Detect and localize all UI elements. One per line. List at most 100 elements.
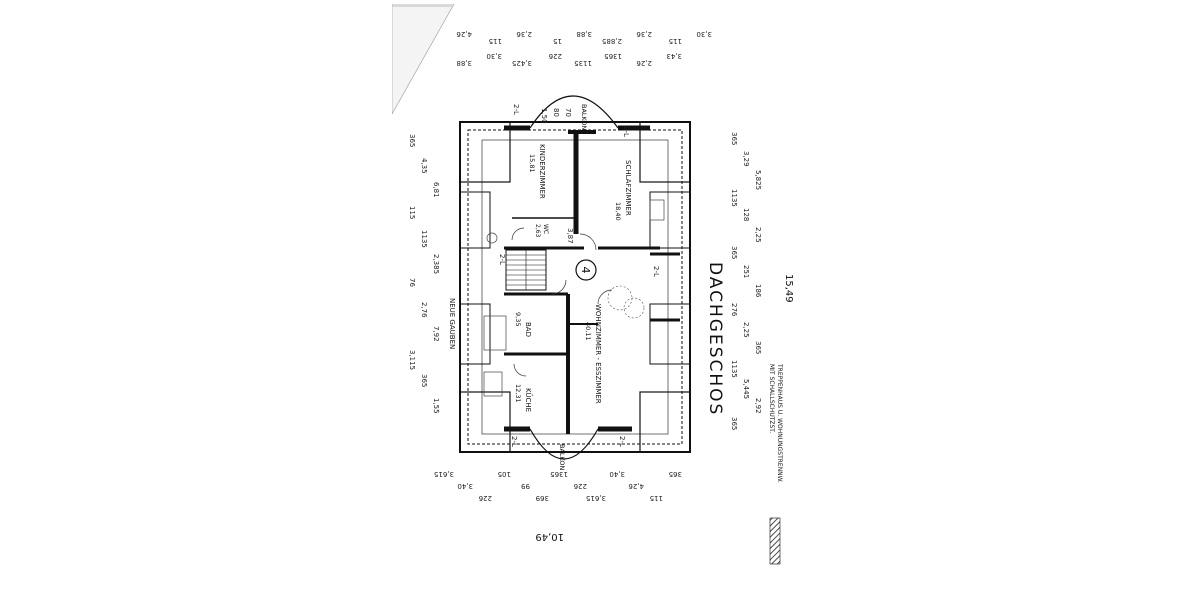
room-kueche-area: 12,31 bbox=[514, 384, 522, 403]
gauben-label: NEUE GAUBEN bbox=[448, 298, 456, 349]
folded-corner bbox=[392, 4, 455, 115]
dimension-label: 226 bbox=[478, 494, 492, 502]
dimension-label: 2,36 bbox=[636, 30, 652, 38]
dimension-label: 3,40 bbox=[609, 470, 625, 478]
dimension-label: 3,30 bbox=[486, 52, 502, 60]
dimension-label: 3,40 bbox=[457, 482, 473, 490]
dimensions-top: 4,26 115 2,36 15 3,88 2,885 2,36 115 3,30 3,88 3,3… bbox=[456, 30, 712, 67]
door-swings bbox=[511, 227, 613, 377]
dimension-label: 80 bbox=[552, 108, 560, 117]
dimension-label: 2,385 bbox=[432, 254, 440, 274]
dimension-label: 6,81 bbox=[432, 182, 440, 198]
dimension-label: 2,26 bbox=[636, 59, 652, 67]
dimensions-right: 3653,295,82511351282,253652511862762,253… bbox=[730, 132, 762, 430]
dimension-label: 1365 bbox=[550, 470, 568, 478]
floor-plan: 4 KINDERZIMMER 15,81 SCHLAFZIMMER 18,40 … bbox=[392, 4, 794, 565]
dimension-label: 70 bbox=[564, 108, 572, 117]
dimension-label: 3,43 bbox=[666, 52, 682, 60]
dimension-label: 251 bbox=[742, 265, 750, 278]
dimension-label: 369 bbox=[536, 494, 549, 502]
dimension-label: 2,25 bbox=[754, 227, 762, 243]
room-bad-name: BAD bbox=[524, 322, 532, 337]
dimension-label: 2-L bbox=[622, 126, 630, 137]
dimension-label: 2,76 bbox=[420, 302, 428, 318]
room-wc-area: 2,63 bbox=[534, 224, 541, 238]
drawing-title: DACHGESCHOS bbox=[705, 262, 725, 416]
room-kueche-name: KÜCHE bbox=[524, 388, 533, 412]
room-balkon-top-name: BALKON bbox=[580, 104, 588, 131]
dimensions-top-row2: 1,50 80 70 bbox=[540, 108, 572, 124]
dimension-label: 76 bbox=[408, 278, 416, 287]
dimension-label: 365 bbox=[730, 246, 738, 259]
dimension-label: 1,55 bbox=[432, 398, 440, 414]
dimension-label: 365 bbox=[730, 417, 738, 430]
dimension-label: 15 bbox=[553, 37, 562, 45]
dimension-label: 1,50 bbox=[540, 108, 548, 124]
dimension-label: 2,25 bbox=[742, 322, 750, 338]
dimension-label: 3,30 bbox=[696, 30, 712, 38]
unit-number: 4 bbox=[579, 267, 592, 274]
dimension-label: 186 bbox=[754, 284, 762, 298]
dimension-label: 3,425 bbox=[512, 59, 532, 67]
room-labels: KINDERZIMMER 15,81 SCHLAFZIMMER 18,40 WC… bbox=[448, 104, 632, 471]
dimension-label: 4,26 bbox=[628, 482, 644, 490]
staircase bbox=[505, 249, 547, 291]
dimension-label: 3,87 bbox=[566, 228, 574, 244]
legend-text-line2: MIT SCHALLSCHUTZST. bbox=[768, 364, 775, 433]
room-kinderzimmer-area: 15,81 bbox=[528, 154, 536, 173]
room-wc-name: WC bbox=[542, 224, 549, 234]
dimension-label: 226 bbox=[573, 482, 587, 490]
dimension-label: 365 bbox=[420, 374, 428, 387]
fixtures bbox=[483, 199, 665, 397]
room-wohnzimmer-name: WOHNZIMMER - ESSZIMMER bbox=[594, 304, 602, 404]
dimension-label: 7,92 bbox=[432, 326, 440, 342]
dimension-label: 2,36 bbox=[516, 30, 532, 38]
unit-marker: 4 bbox=[575, 259, 597, 281]
dimension-label: 2-L bbox=[618, 436, 626, 447]
dimension-label: 226 bbox=[548, 52, 562, 60]
dimension-label: 115 bbox=[408, 206, 416, 219]
interior-walls bbox=[504, 125, 680, 434]
dimension-label: 276 bbox=[730, 303, 738, 317]
dimension-label: 105 bbox=[498, 470, 511, 478]
dimension-label: 4,26 bbox=[456, 30, 472, 38]
dimension-label: 115 bbox=[489, 37, 502, 45]
dimension-label: 1135 bbox=[730, 189, 738, 207]
legend-text-line1: TREPPENHAUS U. WOHNUNGSTRENNW. bbox=[776, 363, 783, 483]
dimension-label: 3,29 bbox=[742, 151, 750, 167]
dimensions-bottom: 3,6153,402261059936913652263,6153,404,26… bbox=[434, 470, 682, 502]
dimension-label: 1135 bbox=[420, 230, 428, 248]
dimension-label: 365 bbox=[669, 470, 682, 478]
dimension-label: 2-L bbox=[498, 254, 506, 265]
room-balkon-bottom-name: BALKON bbox=[558, 444, 566, 471]
total-width: 10,49 bbox=[535, 531, 564, 542]
legend: TREPPENHAUS U. WOHNUNGSTRENNW. MIT SCHAL… bbox=[768, 363, 783, 565]
total-length: 15,49 bbox=[783, 274, 794, 303]
dimension-label: 1365 bbox=[604, 52, 622, 60]
dimension-label: 365 bbox=[408, 134, 416, 147]
dimension-label: 2,92 bbox=[754, 398, 762, 414]
room-kinderzimmer-name: KINDERZIMMER bbox=[538, 144, 546, 199]
room-schlafzimmer-name: SCHLAFZIMMER bbox=[624, 160, 632, 216]
dimension-label: 3,615 bbox=[586, 494, 606, 502]
drawing-sheet: 4 KINDERZIMMER 15,81 SCHLAFZIMMER 18,40 … bbox=[392, 4, 806, 596]
dormers bbox=[459, 121, 691, 453]
dimension-label: 1135 bbox=[730, 360, 738, 378]
dimension-label: 3,88 bbox=[576, 30, 592, 38]
room-wohnzimmer-area: 40,11 bbox=[584, 322, 592, 341]
dimension-label: 4,35 bbox=[420, 158, 428, 174]
dimension-label: 3,615 bbox=[434, 470, 454, 478]
dimension-label: 115 bbox=[669, 37, 682, 45]
dimension-label: 3,115 bbox=[408, 350, 416, 370]
dimension-label: 2-L bbox=[510, 436, 518, 447]
room-schlafzimmer-area: 18,40 bbox=[614, 202, 622, 221]
dimension-label: 115 bbox=[650, 494, 663, 502]
dimension-label: 3,88 bbox=[456, 59, 472, 67]
room-bad-area: 9,35 bbox=[514, 312, 522, 326]
dimension-label: 2,885 bbox=[602, 37, 622, 45]
dimensions-left: 365 4,35 6,81 115 1135 2,385 76 2,76 7,92 3,115 36… bbox=[408, 134, 440, 414]
dimension-label: 99 bbox=[521, 482, 530, 490]
dimension-label: 1135 bbox=[574, 59, 592, 67]
dimension-label: 128 bbox=[742, 208, 750, 221]
